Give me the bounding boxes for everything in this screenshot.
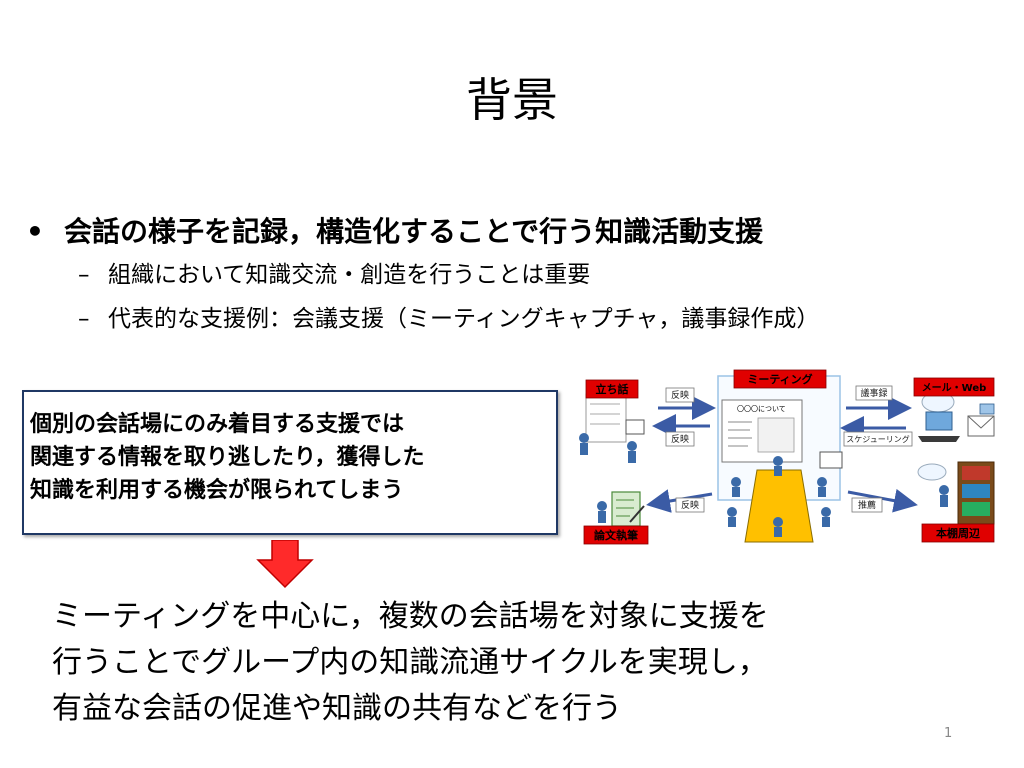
diagram-label-standing-talk: 立ち話 [585, 379, 639, 399]
knowledge-cycle-diagram: 〇〇〇について [579, 369, 995, 545]
svg-text:ミーティング: ミーティング [747, 372, 812, 386]
arrow-label-scheduling: スケジューリング [846, 434, 909, 444]
arrow-label-minutes: 議事録 [860, 387, 887, 399]
diagram-label-meeting: ミーティング [733, 369, 827, 389]
paper-writing-scene [597, 491, 645, 527]
standing-talk-scene [579, 393, 645, 463]
callout-line: 関連する情報を取り逃したり，獲得した [30, 445, 425, 470]
document-heading: 〇〇〇について [737, 405, 786, 413]
meeting-scene: 〇〇〇について [717, 375, 843, 543]
conclusion-line: ミーティングを中心に，複数の会話場を対象に支援を [52, 599, 769, 634]
main-bullet-text: 会話の様子を記録，構造化することで行う知識活動支援 [64, 215, 764, 248]
diagram-label-paper-writing: 論文執筆 [583, 525, 649, 545]
problem-callout: 個別の会話場にのみ着目する支援では 関連する情報を取り逃したり，獲得した 知識を… [22, 390, 558, 535]
arrow-label-reflect-2: 反映 [671, 433, 689, 445]
meeting-people-icon [727, 456, 831, 537]
sub-bullet-text: 組織において知識交流・創造を行うことは重要 [108, 262, 591, 288]
conclusion-line: 有益な会話の促進や知識の共有などを行う [52, 691, 622, 726]
down-arrow-icon [256, 540, 314, 589]
sub-bullet-text: 代表的な支援例：会議支援（ミーティングキャプチャ，議事録作成） [108, 306, 820, 332]
svg-text:論文執筆: 論文執筆 [594, 528, 638, 542]
conclusion-line: 行うことでグループ内の知識流通サイクルを実現し， [52, 645, 768, 680]
diagram-label-mail-web: メール・Web [913, 377, 995, 397]
page-number: 1 [944, 726, 953, 741]
sub-bullet-2: –代表的な支援例：会議支援（ミーティングキャプチャ，議事録作成） [78, 302, 819, 336]
callout-line: 知識を利用する機会が限られてしまう [30, 478, 404, 503]
main-bullet: • 会話の様子を記録，構造化することで行う知識活動支援 [26, 212, 763, 252]
svg-text:メール・Web: メール・Web [922, 382, 987, 394]
diagram-label-bookshelf: 本棚周辺 [921, 523, 995, 543]
slide-title: 背景 [466, 73, 558, 127]
arrow-label-reflect-3: 反映 [681, 499, 699, 511]
conclusion-text: ミーティングを中心に，複数の会話場を対象に支援を 行うことでグループ内の知識流通… [52, 594, 769, 732]
sub-bullet-1: –組織において知識交流・創造を行うことは重要 [78, 258, 590, 292]
callout-line: 個別の会話場にのみ着目する支援では [30, 412, 405, 437]
mail-web-scene [918, 391, 995, 442]
bullet-dot: • [26, 215, 44, 248]
arrow-label-reflect-1: 反映 [671, 389, 689, 401]
arrow-label-recommend: 推薦 [858, 499, 876, 511]
svg-text:立ち話: 立ち話 [596, 382, 629, 396]
sub-bullet-dash: – [78, 306, 90, 332]
svg-text:本棚周辺: 本棚周辺 [936, 526, 980, 540]
bookshelf-scene [917, 461, 995, 525]
sub-bullet-dash: – [78, 262, 90, 288]
